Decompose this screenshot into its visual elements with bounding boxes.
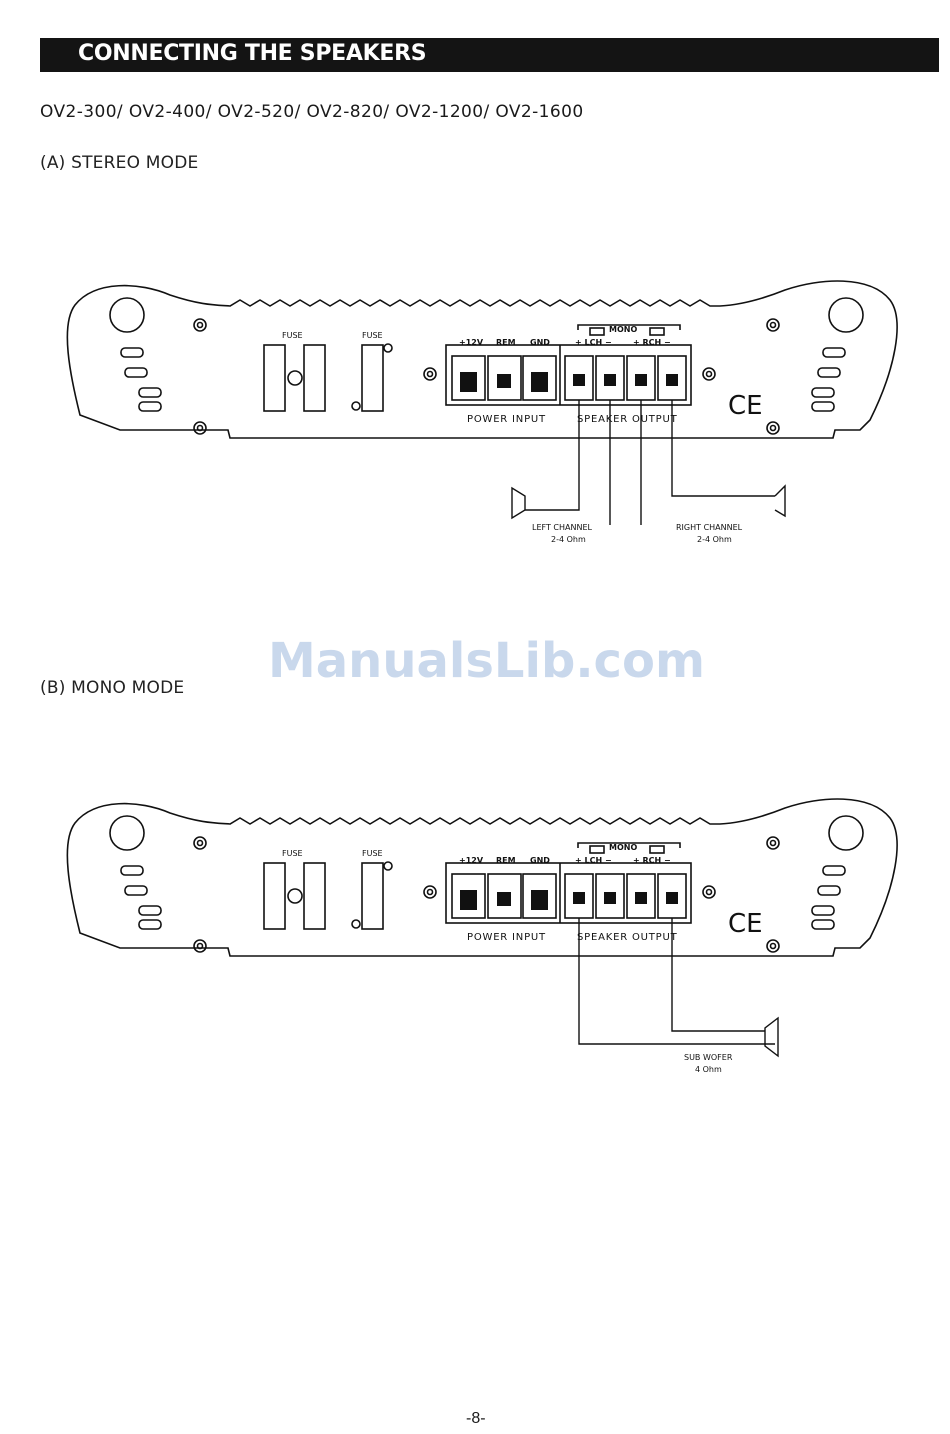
mono-label: MONO	[609, 325, 637, 334]
rem-label: REM	[496, 338, 516, 347]
right-channel-label: RIGHT CHANNEL	[676, 523, 743, 532]
stereo-wiring-diagram: FUSE FUSE +12V REM GND MONO + LCH − + RC…	[66, 280, 898, 544]
left-channel-ohm: 2-4 Ohm	[551, 535, 586, 544]
fuse-label-2: FUSE	[362, 331, 383, 340]
speaker-output-label: SPEAKER OUTPUT	[577, 932, 678, 943]
gnd-label: GND	[530, 338, 550, 347]
fuse-label-2: FUSE	[362, 849, 383, 858]
power-input-label: POWER INPUT	[467, 932, 546, 943]
rch-label: + RCH −	[633, 856, 671, 865]
speaker-output-label: SPEAKER OUTPUT	[577, 414, 678, 425]
sub-woofer-ohm: 4 Ohm	[695, 1065, 722, 1074]
ce-mark: CE	[728, 909, 763, 939]
ce-mark: CE	[728, 391, 763, 421]
plus12v-label: +12V	[459, 338, 484, 347]
sub-woofer-label: SUB WOFER	[684, 1053, 733, 1062]
amp-outline	[66, 798, 898, 957]
lch-label: + LCH −	[575, 338, 612, 347]
plus12v-label: +12V	[459, 856, 484, 865]
watermark: ManualsLib.com	[268, 633, 705, 689]
mono-label: MONO	[609, 843, 637, 852]
page-number: -8-	[466, 1410, 486, 1427]
section-header-bar: CONNECTING THE SPEAKERS	[40, 38, 939, 72]
fuse-label-1: FUSE	[282, 849, 303, 858]
fuse-label-1: FUSE	[282, 331, 303, 340]
lch-label: + LCH −	[575, 856, 612, 865]
model-list: OV2-300/ OV2-400/ OV2-520/ OV2-820/ OV2-…	[40, 102, 584, 122]
stereo-mode-title: (A) STEREO MODE	[40, 153, 199, 173]
mono-mode-title: (B) MONO MODE	[40, 678, 185, 698]
gnd-label: GND	[530, 856, 550, 865]
section-title: CONNECTING THE SPEAKERS	[78, 41, 427, 66]
mono-wiring-diagram: FUSE FUSE +12V REM GND MONO + LCH − + RC…	[66, 798, 898, 1074]
right-channel-ohm: 2-4 Ohm	[697, 535, 732, 544]
left-channel-label: LEFT CHANNEL	[532, 523, 593, 532]
power-input-label: POWER INPUT	[467, 414, 546, 425]
amp-outline	[66, 280, 898, 439]
rem-label: REM	[496, 856, 516, 865]
rch-label: + RCH −	[633, 338, 671, 347]
